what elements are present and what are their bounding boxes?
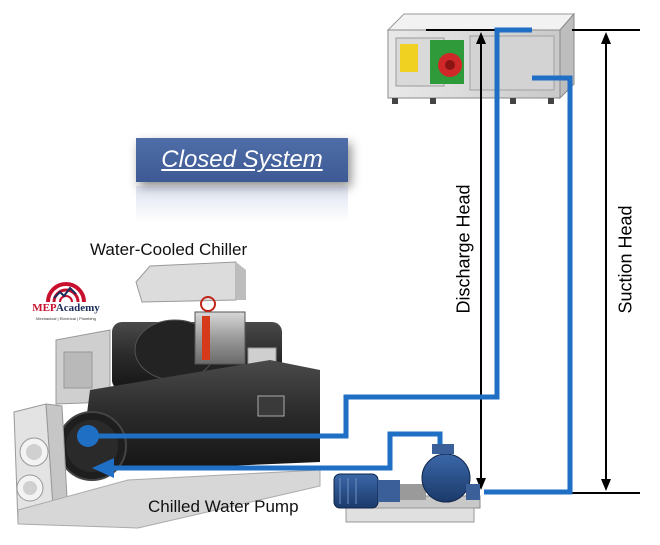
mep-academy-logo: MEPAcademy Mechanical | Electrical | Plu… [30,280,102,321]
water-cooled-chiller [13,261,321,529]
supply-nozzle-marker [77,425,99,447]
title-reflection [136,186,348,222]
chilled-water-pump [333,444,481,523]
chiller-label: Water-Cooled Chiller [90,240,248,259]
suction-head-dimension [572,29,640,494]
logo-name-part1: MEP [32,302,56,314]
title-box: Closed System [136,138,348,182]
air-handling-unit [386,12,576,104]
suction-head-label: Suction Head [615,205,636,314]
chilled-water-piping [88,27,573,495]
discharge-head-dimension [426,29,505,490]
discharge-head-label: Discharge Head [453,184,474,314]
flow-arrow [92,458,114,478]
logo-tagline: Mechanical | Electrical | Plumbing [36,316,96,321]
pump-label: Chilled Water Pump [148,497,299,516]
page-title: Closed System [161,146,323,173]
gear-logo-icon [46,282,86,303]
logo-name: MEPAcademy [30,302,102,314]
logo-name-part2: Academy [55,302,100,314]
